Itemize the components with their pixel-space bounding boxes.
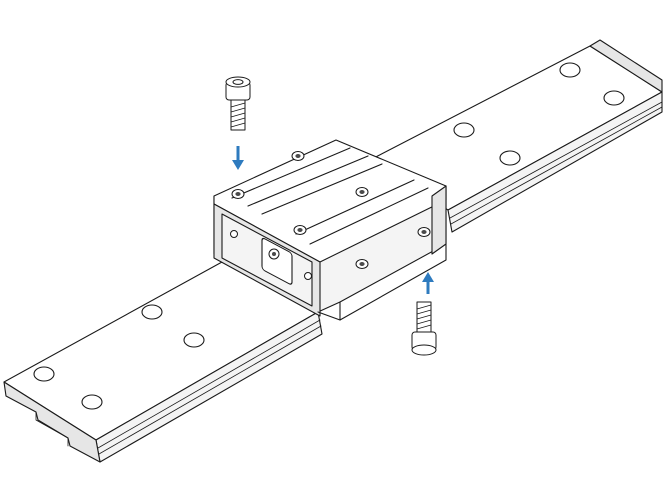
- rail-hole: [33, 366, 55, 382]
- rail-hole: [499, 150, 521, 166]
- arrow-head: [232, 160, 244, 170]
- bolt-thread: [416, 309, 432, 315]
- rail-hole: [559, 62, 581, 78]
- end-seal-back: [431, 185, 447, 255]
- rail-end-groove: [35, 411, 69, 447]
- rail-far-segment: [369, 39, 663, 233]
- block-ridge-1: [231, 147, 351, 199]
- arrow-down: [232, 146, 244, 170]
- rail-mounting-holes: [33, 62, 625, 410]
- direction-arrows: [232, 146, 434, 294]
- rail-hole: [183, 332, 205, 348]
- block-skirt-join: [317, 311, 341, 321]
- block-tap-core: [295, 154, 301, 158]
- bolt-thread: [416, 319, 432, 325]
- rail-end-far: [589, 39, 663, 93]
- block-tap-core: [297, 228, 303, 232]
- grease-port-core: [272, 252, 276, 256]
- block-ridge-3: [261, 163, 383, 215]
- bolt-head-cap: [411, 344, 437, 356]
- arrow-head: [422, 272, 434, 282]
- rail-hole: [453, 122, 475, 138]
- block-tap-core: [359, 190, 365, 194]
- block-tapped-holes: [231, 151, 431, 269]
- arrow-up: [422, 272, 434, 294]
- bolt-thread: [230, 112, 246, 118]
- bolt-thread: [230, 107, 246, 113]
- mounting-bolts: [225, 76, 437, 356]
- rail-groove-far-2: [450, 106, 663, 225]
- rail-side-face-far: [447, 91, 663, 233]
- rail-hole: [603, 90, 625, 106]
- block-ridge-2: [247, 155, 369, 207]
- bolt-thread: [230, 102, 246, 108]
- block-tap-core: [421, 230, 427, 234]
- rail-groove-near-2: [98, 325, 322, 455]
- rail-groove-far-1: [449, 101, 663, 219]
- bolt-thread: [230, 117, 246, 123]
- bolt-thread: [416, 304, 432, 310]
- bolt-socket: [232, 79, 244, 85]
- rail-hole: [141, 304, 163, 320]
- end-seal-screw-left: [230, 230, 238, 238]
- bolt-thread: [416, 314, 432, 320]
- rail-near-segment: [3, 261, 323, 463]
- block-ridge-4: [295, 179, 415, 235]
- bolt-thread: [230, 122, 246, 128]
- block-ridge-5: [309, 187, 429, 245]
- grease-port-frame: [261, 237, 293, 285]
- carriage-block: [213, 139, 447, 321]
- block-tap-core: [235, 192, 241, 196]
- end-seal-screw-right: [304, 272, 312, 280]
- bolt-thread: [416, 324, 432, 330]
- socket-head-bolt: [225, 76, 251, 131]
- rail-hole: [81, 394, 103, 410]
- rail-groove-near-1: [97, 319, 321, 449]
- block-skirt-right: [339, 243, 447, 321]
- block-tap-core: [359, 262, 365, 266]
- socket-head-bolt: [411, 301, 437, 356]
